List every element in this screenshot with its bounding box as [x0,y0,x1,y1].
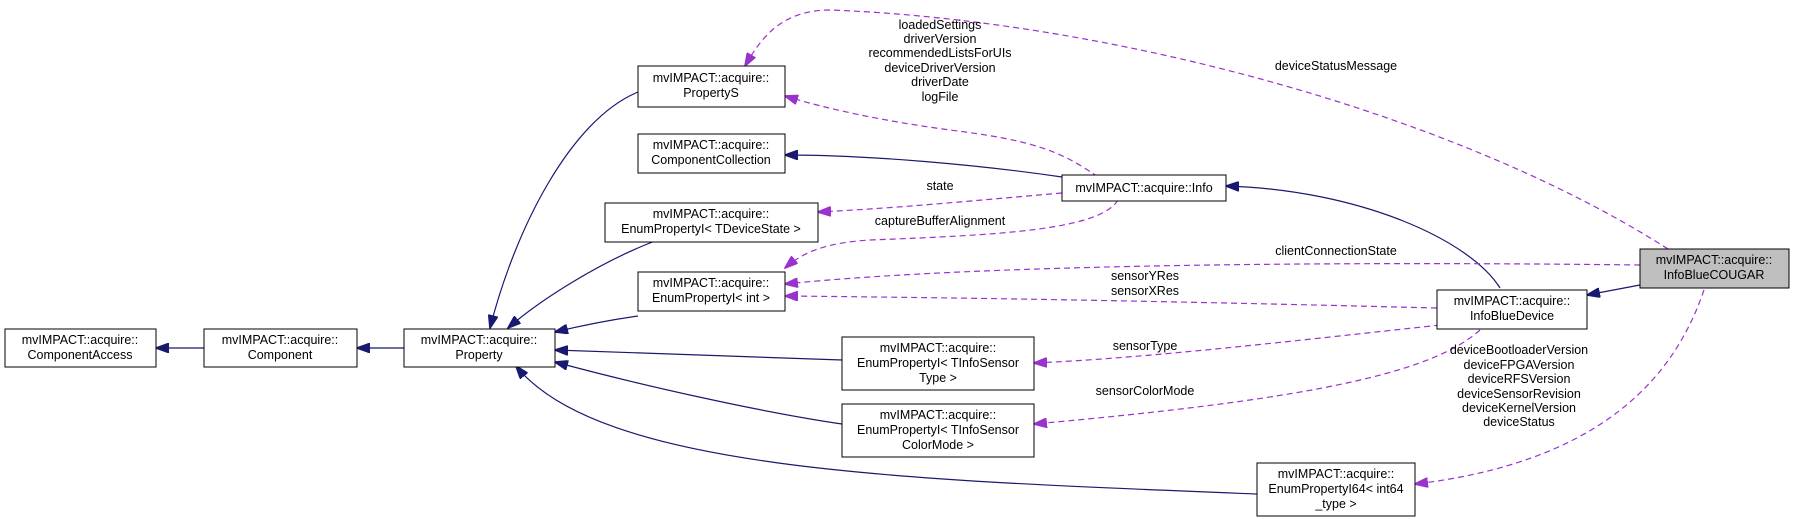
label-driver-date: driverDate [911,75,969,89]
label-device-fpga-version: deviceFPGAVersion [1464,358,1575,372]
node-label: EnumPropertyI64< int64 [1268,482,1403,496]
node-enum-sensor-type[interactable]: mvIMPACT::acquire:: EnumPropertyI< TInfo… [841,336,1035,391]
node-label: EnumPropertyI< int > [652,291,770,305]
edge-enumdevicestate-to-property [508,240,656,328]
edge-info-uses-propertys [785,96,1099,178]
node-label: mvIMPACT::acquire:: [653,276,769,290]
node-property[interactable]: mvIMPACT::acquire:: Property [403,328,556,368]
edge-info-capturebufferalignment [785,199,1119,268]
node-label: mvIMPACT::acquire:: [1278,467,1394,481]
label-sensor-yres: sensorYRes [1111,269,1179,283]
label-loaded-settings: loadedSettings [899,18,982,32]
node-label: mvIMPACT::acquire:: [653,71,769,85]
node-label: mvIMPACT::acquire:: [421,333,537,347]
node-enum-sensor-color-mode[interactable]: mvIMPACT::acquire:: EnumPropertyI< TInfo… [841,403,1035,458]
edge-infobluecougar-clientconnectionstate [785,263,1641,284]
node-label: mvIMPACT::acquire:: [880,341,996,355]
node-label: mvIMPACT::acquire:: [22,333,138,347]
label-sensor-color-mode: sensorColorMode [1096,384,1195,398]
edge-propertys-to-property [490,91,639,328]
node-label: mvIMPACT::acquire:: [653,138,769,152]
edge-infobluedevice-sensorcolormode [1034,329,1481,424]
label-state: state [926,179,953,193]
node-info-blue-device[interactable]: mvIMPACT::acquire:: InfoBlueDevice [1436,289,1588,330]
edge-enumsensortype-to-property [555,350,843,361]
label-client-connection-state: clientConnectionState [1275,244,1397,258]
label-sensor-type: sensorType [1113,339,1178,353]
node-component-access[interactable]: mvIMPACT::acquire:: ComponentAccess [4,328,157,368]
label-device-driver-version: deviceDriverVersion [884,61,995,75]
node-component[interactable]: mvIMPACT::acquire:: Component [203,328,358,368]
node-label: ComponentAccess [28,348,133,362]
node-enum-int64[interactable]: mvIMPACT::acquire:: EnumPropertyI64< int… [1256,462,1416,517]
label-device-status-message: deviceStatusMessage [1275,59,1397,73]
label-device-status: deviceStatus [1483,415,1555,429]
node-label: mvIMPACT::acquire:: [1656,253,1772,267]
node-label: mvIMPACT::acquire:: [1454,294,1570,308]
label-log-file: logFile [922,90,959,104]
label-device-bootloader-version: deviceBootloaderVersion [1450,343,1588,357]
usage-edges [745,9,1705,484]
edge-infobluedevice-sensorres [785,296,1438,309]
node-label: EnumPropertyI< TInfoSensor [857,356,1019,370]
edge-enumsensorcolor-to-property [555,362,843,425]
node-label: Component [248,348,313,362]
edge-enumint64-to-property [516,366,1258,495]
node-label: mvIMPACT::acquire::Info [1075,181,1212,195]
label-recommended-lists: recommendedListsForUIs [868,46,1011,60]
edge-infobluecougar-devicestatusmessage [745,9,1669,250]
label-capture-buffer-alignment: captureBufferAlignment [875,214,1006,228]
node-enum-device-state[interactable]: mvIMPACT::acquire:: EnumPropertyI< TDevi… [604,202,819,243]
label-driver-version: driverVersion [904,32,977,46]
node-label: mvIMPACT::acquire:: [222,333,338,347]
edge-info-state [818,192,1063,212]
edge-infobluedevice-to-info [1226,186,1501,289]
node-label: EnumPropertyI< TDeviceState > [621,222,801,236]
edge-infobluecougar-deviceversions [1415,289,1705,484]
node-label: Property [455,348,503,362]
node-label: mvIMPACT::acquire:: [880,408,996,422]
node-label: ColorMode > [902,438,974,452]
node-label: mvIMPACT::acquire:: [653,207,769,221]
label-sensor-xres: sensorXRes [1111,284,1179,298]
node-label: PropertyS [683,86,739,100]
node-info-blue-cougar[interactable]: mvIMPACT::acquire:: InfoBlueCOUGAR [1639,248,1790,289]
node-property-s[interactable]: mvIMPACT::acquire:: PropertyS [637,65,786,108]
node-component-collection[interactable]: mvIMPACT::acquire:: ComponentCollection [637,133,786,174]
edge-info-to-componentcollection [785,155,1063,178]
node-label: Type > [919,371,957,385]
edge-labels: loadedSettings driverVersion recommended… [868,18,1588,429]
edge-infobluecougar-to-infobluedevice [1587,284,1641,295]
node-info[interactable]: mvIMPACT::acquire::Info [1061,174,1227,202]
node-label: InfoBlueCOUGAR [1664,268,1765,282]
label-device-sensor-revision: deviceSensorRevision [1457,387,1581,401]
inheritance-edges [156,91,1641,495]
label-device-rfs-version: deviceRFSVersion [1468,372,1571,386]
label-device-kernel-version: deviceKernelVersion [1462,401,1576,415]
node-label: _type > [1314,497,1356,511]
node-label: ComponentCollection [651,153,771,167]
node-label: InfoBlueDevice [1470,309,1554,323]
node-enum-int[interactable]: mvIMPACT::acquire:: EnumPropertyI< int > [637,271,786,312]
node-label: EnumPropertyI< TInfoSensor [857,423,1019,437]
edge-infobluedevice-sensortype [1034,323,1451,363]
edge-enumint-to-property [555,315,639,332]
